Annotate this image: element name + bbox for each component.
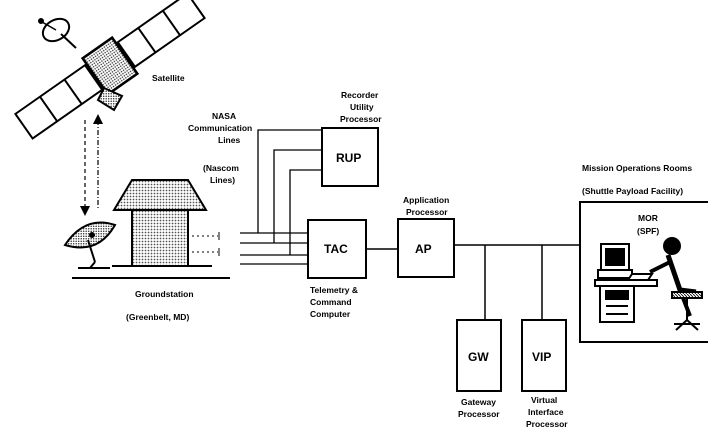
appproc-label-2: Processor	[406, 207, 448, 217]
tcc-label-1: Telemetry &	[310, 285, 358, 295]
nascom-label-1: (Nascom	[203, 163, 239, 173]
gw-label: GW	[468, 350, 489, 364]
tcc-label-2: Command	[310, 297, 352, 307]
virtual-label-3: Processor	[526, 419, 568, 429]
recorder-label-3: Processor	[340, 114, 382, 124]
downlink-arrow	[80, 120, 90, 216]
rup-box	[321, 127, 379, 187]
virtual-label-2: Interface	[528, 407, 564, 417]
satellite-icon	[13, 0, 207, 140]
ap-label: AP	[415, 242, 432, 256]
rup-label: RUP	[336, 151, 361, 165]
vip-label: VIP	[532, 350, 551, 364]
tac-label: TAC	[324, 242, 348, 256]
tcc-label-3: Computer	[310, 309, 351, 319]
appproc-label-1: Application	[403, 195, 449, 205]
virtual-label-1: Virtual	[531, 395, 557, 405]
lan-bus	[454, 244, 580, 320]
vip-box	[521, 319, 567, 392]
nascom-lines	[240, 129, 322, 265]
signal-marks	[192, 232, 220, 256]
nasa-label-3: Lines	[218, 135, 240, 145]
nasa-label-1: NASA	[212, 111, 236, 121]
mor-title-2: (Shuttle Payload Facility)	[582, 186, 683, 196]
gateway-label-1: Gateway	[461, 397, 496, 407]
nasa-label-2: Communication	[188, 123, 252, 133]
groundstation-label: Groundstation	[135, 289, 194, 299]
ap-box	[397, 218, 455, 278]
greenbelt-label: (Greenbelt, MD)	[126, 312, 189, 322]
uplink-arrow	[93, 114, 103, 210]
gw-box	[456, 319, 502, 392]
operator-workstation-icon	[594, 237, 703, 331]
nascom-label-2: Lines)	[210, 175, 235, 185]
mor-title-1: Mission Operations Rooms	[582, 163, 692, 173]
recorder-label-1: Recorder	[341, 90, 379, 100]
groundstation-building-icon	[112, 179, 212, 267]
spf-label: (SPF)	[637, 226, 659, 236]
recorder-label-2: Utility	[350, 102, 374, 112]
satellite-label: Satellite	[152, 73, 185, 83]
gateway-label-2: Processor	[458, 409, 500, 419]
ground-dish-icon	[63, 221, 117, 269]
tac-box	[307, 219, 367, 279]
mor-label: MOR	[638, 213, 658, 223]
